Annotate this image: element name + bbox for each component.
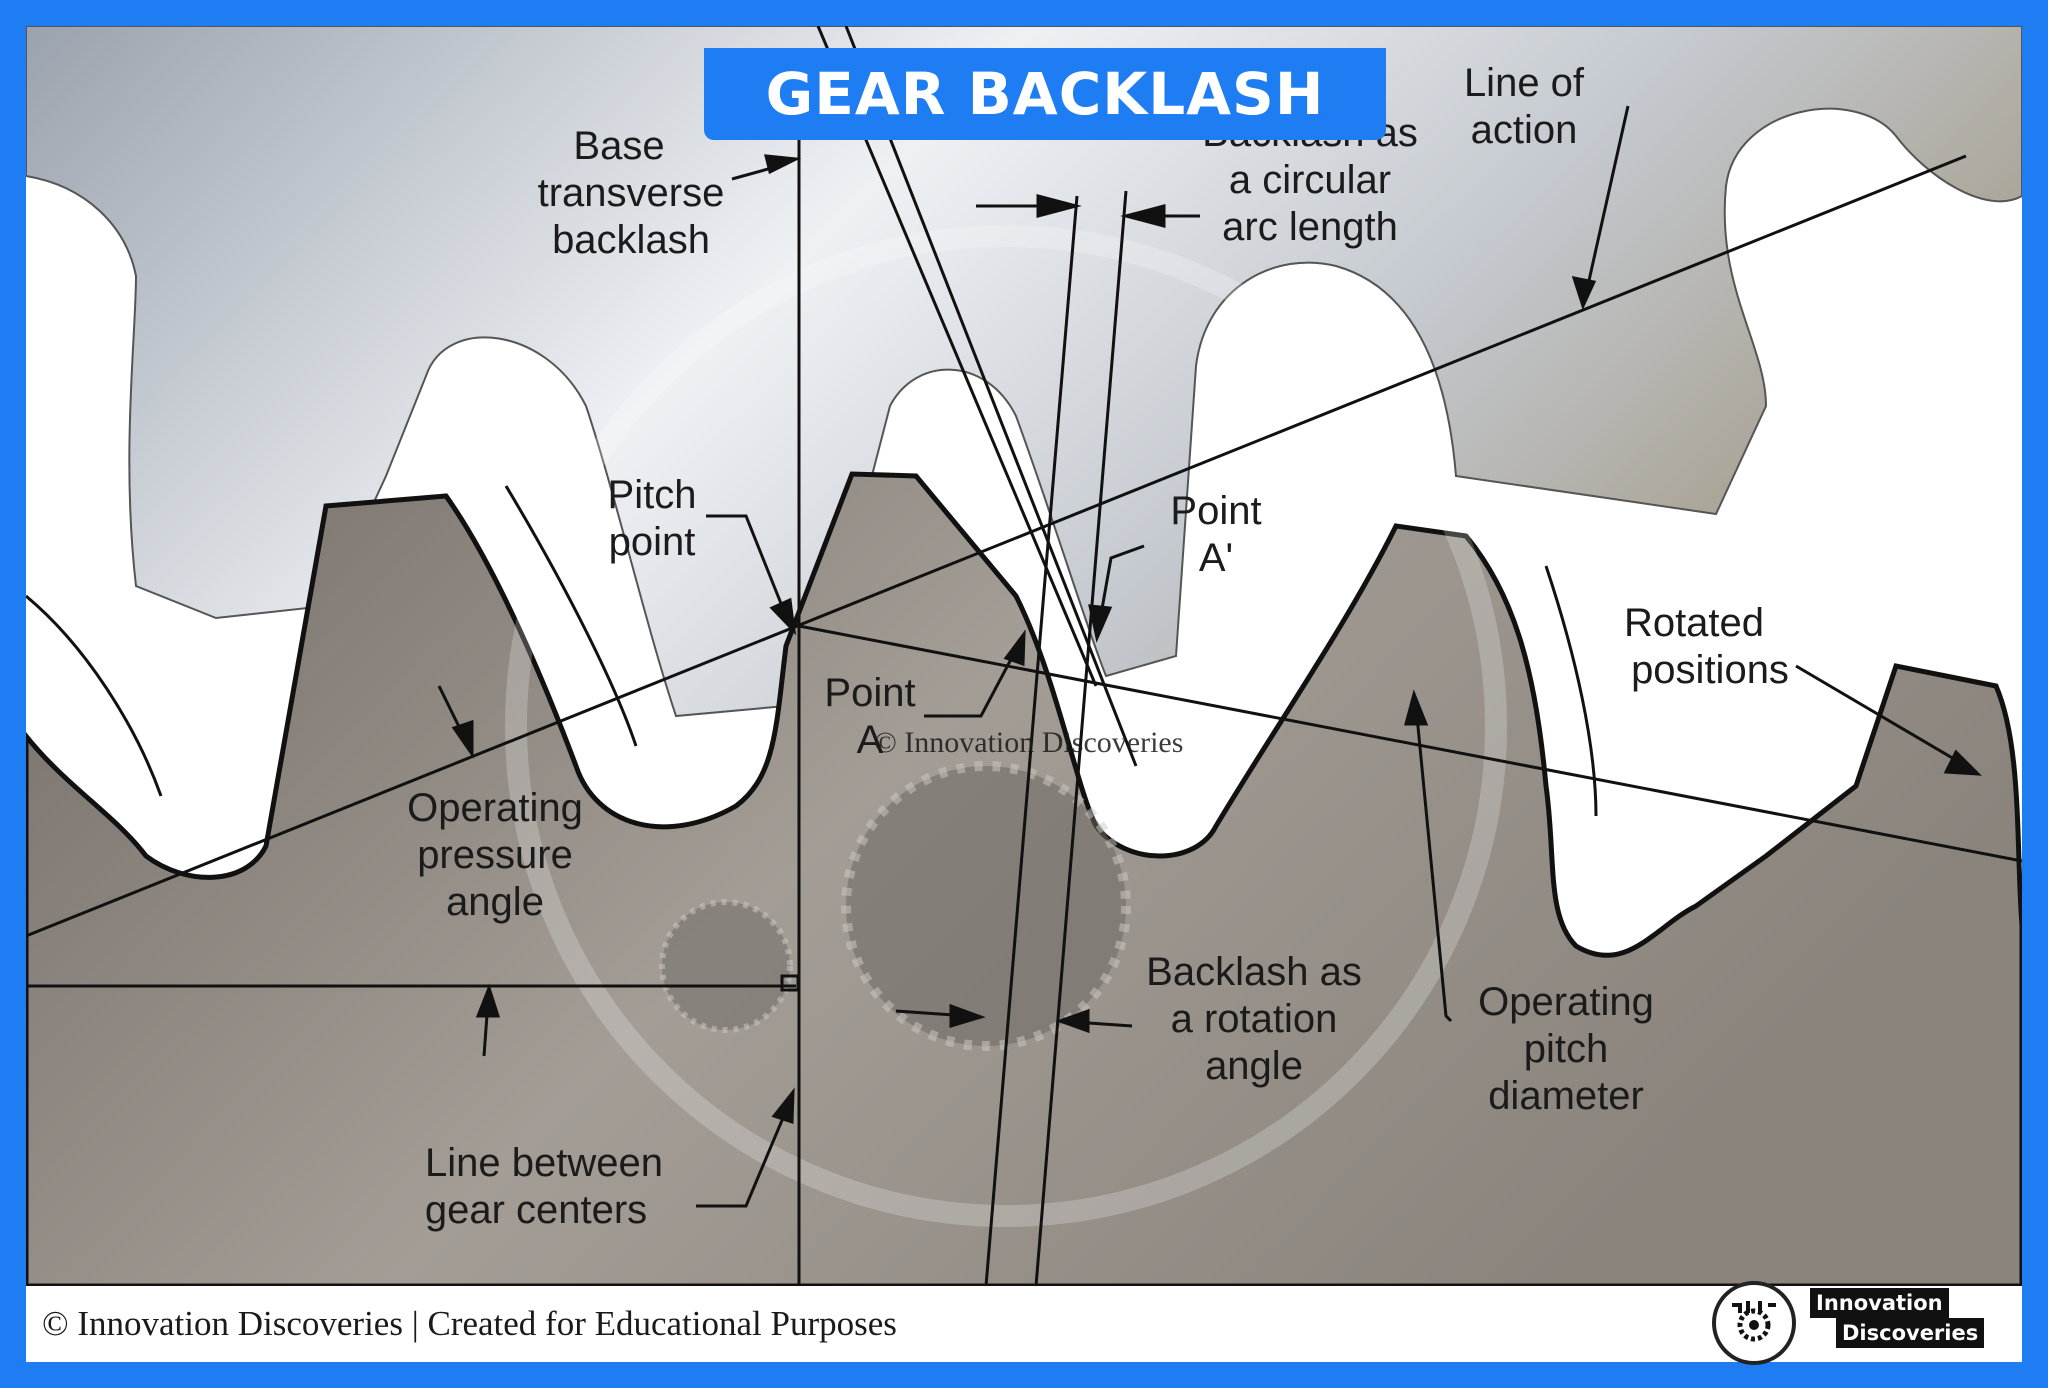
svg-text:Operating: Operating <box>407 786 583 830</box>
label-rotated-positions: Rotated positions <box>1624 601 1789 692</box>
svg-text:Rotated: Rotated <box>1624 601 1764 645</box>
leader-lines <box>437 105 1982 1208</box>
radial-line-2 <box>1034 190 1128 1286</box>
svg-text:point: point <box>609 520 696 564</box>
label-point-a-prime: Point A' <box>1170 489 1261 580</box>
svg-text:gear centers: gear centers <box>425 1188 647 1232</box>
svg-text:transverse: transverse <box>538 171 725 215</box>
watermark-text: © Innovation Discoveries <box>874 726 1183 759</box>
watermark-gear-small <box>659 899 793 1033</box>
label-backlash-rotation: Backlash as a rotation angle <box>1146 950 1362 1088</box>
svg-text:Pitch: Pitch <box>608 473 697 517</box>
brand-line-2: Discoveries <box>1836 1318 1985 1348</box>
upper-gear-body <box>26 26 2022 718</box>
svg-text:pitch: pitch <box>1524 1027 1609 1071</box>
svg-text:arc length: arc length <box>1222 205 1398 249</box>
footer-copyright: © Innovation Discoveries | Created for E… <box>42 1304 897 1343</box>
gear-backlash-diagram: Base transverse backlash Line of action … <box>26 26 2022 1286</box>
label-base-transverse: Base transverse backlash <box>538 124 725 262</box>
svg-text:Line of: Line of <box>1464 61 1585 105</box>
brand-line-1: Innovation <box>1810 1288 1949 1318</box>
label-operating-pitch-diameter: Operating pitch diameter <box>1478 980 1654 1118</box>
svg-text:action: action <box>1471 108 1578 152</box>
svg-text:A': A' <box>1199 536 1233 580</box>
svg-text:Operating: Operating <box>1478 980 1654 1024</box>
svg-text:pressure: pressure <box>417 833 573 877</box>
watermark-gear-large <box>841 761 1131 1051</box>
logo-badge <box>1712 1281 1796 1365</box>
svg-text:a rotation: a rotation <box>1171 997 1338 1041</box>
label-operating-pressure-angle: Operating pressure angle <box>407 786 583 924</box>
svg-text:backlash: backlash <box>552 218 710 262</box>
svg-text:positions: positions <box>1631 648 1789 692</box>
svg-text:Backlash as: Backlash as <box>1146 950 1362 994</box>
rotated-arc-left <box>504 485 638 747</box>
label-pitch-point: Pitch point <box>608 473 697 564</box>
label-line-between-centers: Line between gear centers <box>425 1141 663 1232</box>
svg-text:angle: angle <box>1205 1044 1303 1088</box>
title-banner: GEAR BACKLASH <box>704 48 1386 140</box>
operating-pitch-line <box>798 624 2022 863</box>
gear-logo-icon <box>1732 1301 1776 1342</box>
radial-line-1 <box>984 195 1079 1286</box>
svg-text:Line between: Line between <box>425 1141 663 1185</box>
footer-bar: © Innovation Discoveries | Created for E… <box>26 1286 2022 1362</box>
svg-text:angle: angle <box>446 880 544 924</box>
line-of-action <box>26 154 1967 938</box>
svg-text:a circular: a circular <box>1229 158 1391 202</box>
svg-text:Point: Point <box>824 671 915 715</box>
svg-text:diameter: diameter <box>1488 1074 1644 1118</box>
watermark-ring <box>505 225 1507 1227</box>
label-line-of-action: Line of action <box>1464 61 1585 152</box>
svg-text:Base: Base <box>573 124 664 168</box>
svg-text:A: A <box>857 718 884 762</box>
diagram-frame: Base transverse backlash Line of action … <box>26 26 2022 1286</box>
rotated-arc-right <box>1544 565 1598 817</box>
label-point-a: Point A <box>824 671 915 762</box>
page-title: GEAR BACKLASH <box>765 60 1325 128</box>
rotated-arc-far-left <box>26 594 163 797</box>
svg-text:Point: Point <box>1170 489 1261 533</box>
